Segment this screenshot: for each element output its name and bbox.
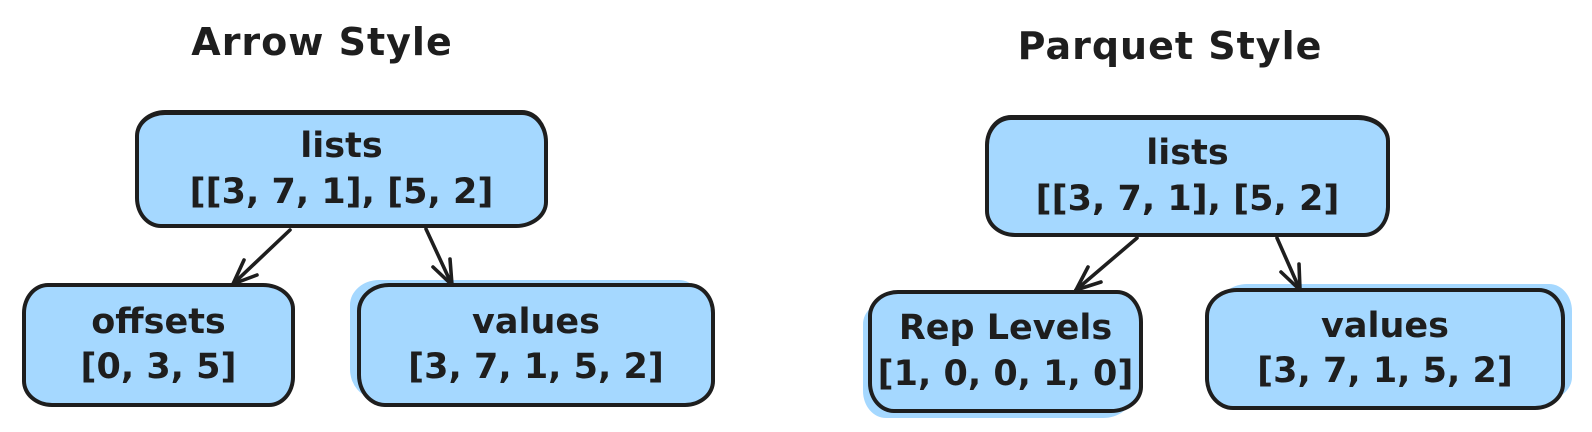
node-arrow-offsets: offsets [0, 3, 5] (22, 283, 295, 407)
node-label: lists (300, 126, 383, 167)
parquet-style-title: Parquet Style (1017, 24, 1323, 68)
arrow-style-title: Arrow Style (191, 20, 453, 64)
node-value: [[3, 7, 1], [5, 2] (189, 171, 494, 212)
node-value: [3, 7, 1, 5, 2] (1257, 351, 1513, 391)
node-parquet-rep-levels: Rep Levels [1, 0, 0, 1, 0] (868, 290, 1143, 413)
arrow-lists-to-values (424, 227, 454, 287)
arrow-lists-to-offsets (231, 228, 292, 286)
node-value: [1, 0, 0, 1, 0] (877, 353, 1134, 394)
node-label: offsets (91, 301, 226, 342)
node-label: Rep Levels (898, 308, 1113, 349)
node-arrow-lists: lists [[3, 7, 1], [5, 2] (135, 110, 548, 228)
arrow-parquet-lists-to-values (1275, 236, 1302, 292)
node-parquet-values: values [3, 7, 1, 5, 2] (1205, 288, 1565, 410)
node-label: values (472, 301, 600, 342)
node-value: [[3, 7, 1], [5, 2] (1035, 178, 1340, 219)
node-label: lists (1146, 133, 1229, 174)
node-value: [3, 7, 1, 5, 2] (408, 347, 664, 387)
node-arrow-values: values [3, 7, 1, 5, 2] (357, 283, 715, 407)
node-label: values (1321, 305, 1449, 346)
node-parquet-lists: lists [[3, 7, 1], [5, 2] (985, 115, 1390, 237)
node-value: [0, 3, 5] (80, 347, 237, 387)
arrow-lists-to-rep-levels (1074, 236, 1139, 292)
